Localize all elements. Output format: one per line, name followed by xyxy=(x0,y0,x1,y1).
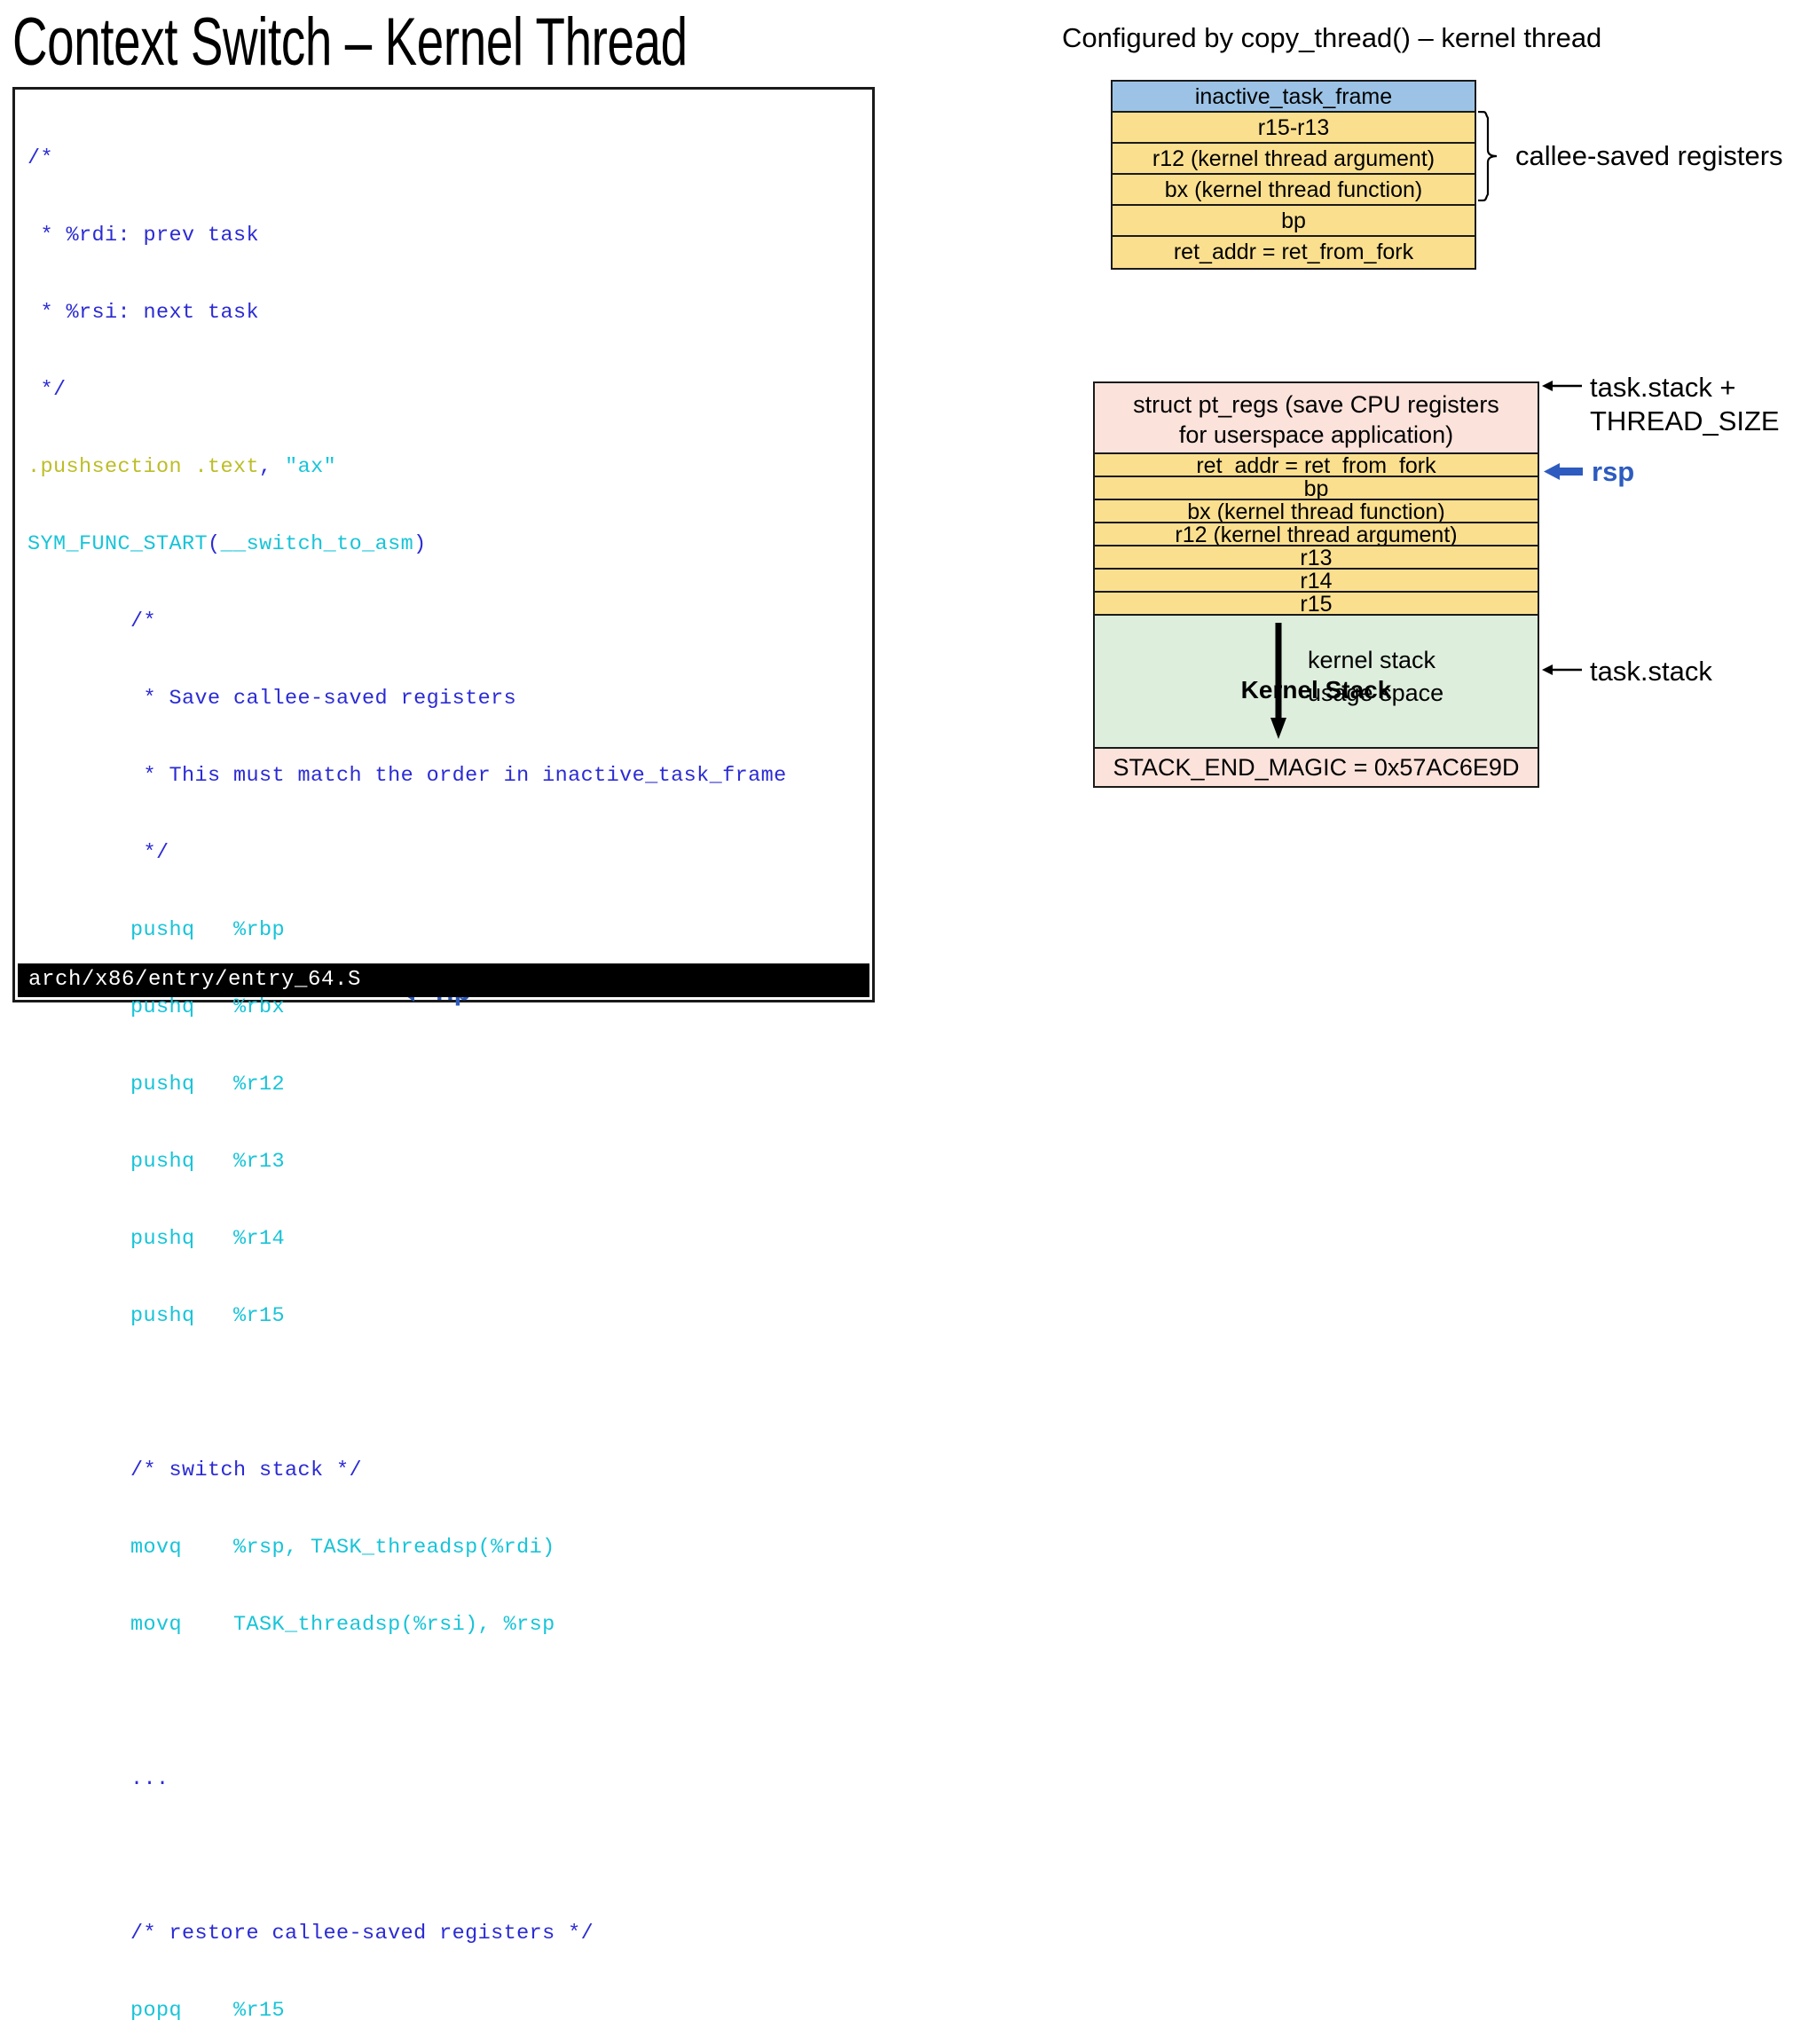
code-line: popq %r15 xyxy=(28,1999,286,2023)
arrow-left-icon xyxy=(1542,662,1583,682)
code-line-blank xyxy=(15,1844,872,1869)
code-line: pushq %r14 xyxy=(28,1227,286,1251)
annotation-task-stack-top: task.stack +THREAD_SIZE xyxy=(1542,371,1780,438)
code-line: SYM_FUNC_START(__switch_to_asm) xyxy=(28,532,427,556)
table-row: r14 xyxy=(1095,570,1538,593)
code-line: /* xyxy=(28,609,157,633)
code-line: /* switch stack */ xyxy=(28,1458,363,1482)
table-row: r12 (kernel thread argument) xyxy=(1095,523,1538,546)
annotation-task-stack-bottom: task.stack xyxy=(1542,655,1712,688)
annotation-task-stack-bottom-label: task.stack xyxy=(1590,656,1712,687)
table-row: bp xyxy=(1113,206,1475,237)
table-row: r12 (kernel thread argument) xyxy=(1113,144,1475,175)
code-line: pushq %rbp xyxy=(28,918,286,942)
usage-space-label-line1: kernel stack xyxy=(1308,647,1436,673)
code-file-path: arch/x86/entry/entry_64.S xyxy=(18,963,869,997)
code-line: .pushsection .text, "ax" xyxy=(28,455,337,479)
code-line: * Save callee-saved registers xyxy=(28,687,517,711)
code-line: pushq %rbx xyxy=(28,995,286,1019)
code-line: */ xyxy=(28,378,67,402)
callee-saved-brace-icon xyxy=(1477,111,1500,201)
diagrams-column: Configured by copy_thread() – kernel thr… xyxy=(1047,0,1817,1022)
table-row: r15 xyxy=(1095,593,1538,616)
code-line: movq TASK_threadsp(%rsi), %rsp xyxy=(28,1613,555,1637)
annotation-task-stack-top-label: task.stack +THREAD_SIZE xyxy=(1590,372,1780,436)
arrow-left-icon xyxy=(1542,378,1583,398)
code-line: * This must match the order in inactive_… xyxy=(28,764,787,788)
page-title: Context Switch – Kernel Thread xyxy=(12,4,688,80)
arrow-left-icon xyxy=(1544,462,1585,486)
table-row-usage-space: kernel stack usage space xyxy=(1095,616,1538,749)
callee-saved-label: callee-saved registers xyxy=(1515,140,1783,171)
code-line: /* xyxy=(28,146,54,170)
down-arrow-icon xyxy=(1270,623,1286,740)
annotation-rsp: rsp xyxy=(1544,455,1634,489)
code-panel: /* * %rdi: prev task * %rsi: next task *… xyxy=(12,87,875,2023)
code-line: pushq %r13 xyxy=(28,1150,286,1174)
code-line: ... xyxy=(28,1767,169,1791)
table-row: ret_addr = ret_from_fork xyxy=(1113,237,1475,268)
code-listing: /* * %rdi: prev task * %rsi: next task *… xyxy=(15,94,872,2044)
table-row: r15-r13 xyxy=(1113,113,1475,144)
table-row: bx (kernel thread function) xyxy=(1095,500,1538,523)
table-row: bx (kernel thread function) xyxy=(1113,175,1475,206)
kernel-stack-caption: Kernel Stack xyxy=(1240,676,1392,704)
code-line-blank xyxy=(15,1380,872,1406)
table-row-header: inactive_task_frame xyxy=(1113,82,1475,113)
table-row-stack-end-magic: STACK_END_MAGIC = 0x57AC6E9D xyxy=(1095,749,1538,786)
code-line-blank xyxy=(15,1689,872,1715)
inactive-frame-caption: Configured by copy_thread() – kernel thr… xyxy=(1062,22,1602,53)
code-line: pushq %r12 xyxy=(28,1073,286,1097)
table-row: bp xyxy=(1095,477,1538,500)
inactive-task-frame-table: inactive_task_frame r15-r13 r12 (kernel … xyxy=(1111,80,1476,270)
usage-space-label: kernel stack usage space xyxy=(1308,644,1443,710)
code-line: pushq %r15 xyxy=(28,1304,286,1328)
code-line: movq %rsp, TASK_threadsp(%rdi) xyxy=(28,1536,555,1560)
code-line: /* restore callee-saved registers */ xyxy=(28,1922,594,1946)
code-line: * %rdi: prev task xyxy=(28,224,260,248)
table-row: r13 xyxy=(1095,546,1538,570)
annotation-rsp-label: rsp xyxy=(1592,456,1635,487)
code-line: * %rsi: next task xyxy=(28,301,260,325)
usage-space-label-line2: usage space xyxy=(1308,680,1444,706)
code-line: */ xyxy=(28,841,169,865)
table-row: ret_addr = ret_from_fork xyxy=(1095,454,1538,477)
